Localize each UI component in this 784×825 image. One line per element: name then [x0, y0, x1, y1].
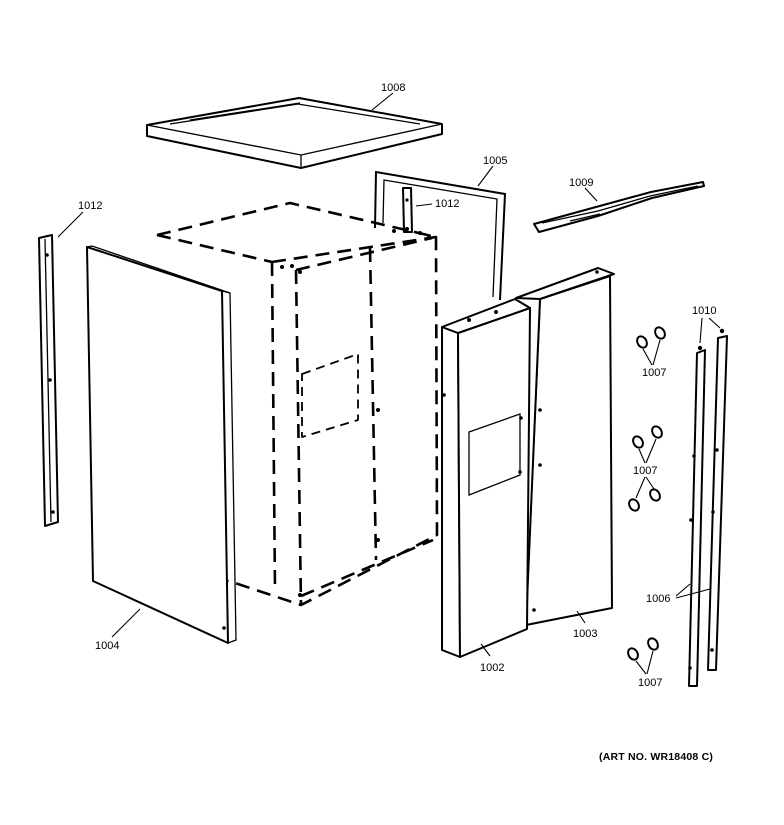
label-1007-lower: 1007	[638, 677, 662, 689]
label-1005: 1005	[483, 155, 507, 167]
label-1012-left: 1012	[78, 200, 102, 212]
leader-1002	[480, 643, 491, 657]
label-1012-inner: 1012	[435, 198, 459, 210]
leader-1007-b1	[638, 448, 646, 464]
label-1003: 1003	[573, 628, 597, 640]
front-panel-1002	[441, 298, 531, 658]
label-1002: 1002	[480, 662, 504, 674]
leader-1007-b2	[645, 438, 657, 464]
leader-1006-b	[675, 588, 711, 599]
label-1010: 1010	[692, 305, 716, 317]
trim-strips-1006	[688, 328, 728, 687]
inner-trim-1012	[402, 187, 413, 233]
leader-1008	[371, 92, 394, 111]
label-1008: 1008	[381, 82, 405, 94]
back-frame-1005	[374, 170, 507, 301]
leader-1007-b3	[635, 476, 646, 499]
leader-1003	[576, 610, 586, 624]
cabinet-frame-dashed	[156, 201, 439, 607]
label-1006: 1006	[646, 593, 670, 605]
leader-1010-a	[699, 317, 703, 344]
art-number: (ART NO. WR18408 C)	[599, 751, 713, 763]
bracket-1009	[533, 181, 705, 233]
side-panel-1003	[515, 267, 615, 626]
leader-1007-c1	[635, 660, 647, 675]
leader-1010-b	[708, 317, 721, 329]
label-1004: 1004	[95, 640, 119, 652]
clip-1007-middle	[628, 425, 663, 512]
label-1007-middle: 1007	[633, 465, 657, 477]
leader-1007-a2	[652, 339, 661, 366]
leader-1012-left	[57, 211, 84, 238]
leader-1004	[111, 608, 141, 638]
leader-1007-a1	[642, 348, 653, 366]
clip-1007-lower	[627, 637, 659, 661]
top-panel-1008	[146, 97, 443, 169]
leader-1006-a	[675, 583, 691, 597]
label-1007-upper: 1007	[642, 367, 666, 379]
leader-1009	[584, 187, 598, 202]
leader-1012-inner	[415, 203, 433, 207]
side-panel-1004	[86, 245, 237, 644]
clip-1007-upper	[636, 326, 666, 349]
leader-1007-b4	[645, 476, 655, 490]
left-trim-1012	[38, 234, 59, 527]
leader-1005	[477, 165, 494, 187]
leader-1007-c2	[646, 650, 654, 675]
label-1009: 1009	[569, 177, 593, 189]
